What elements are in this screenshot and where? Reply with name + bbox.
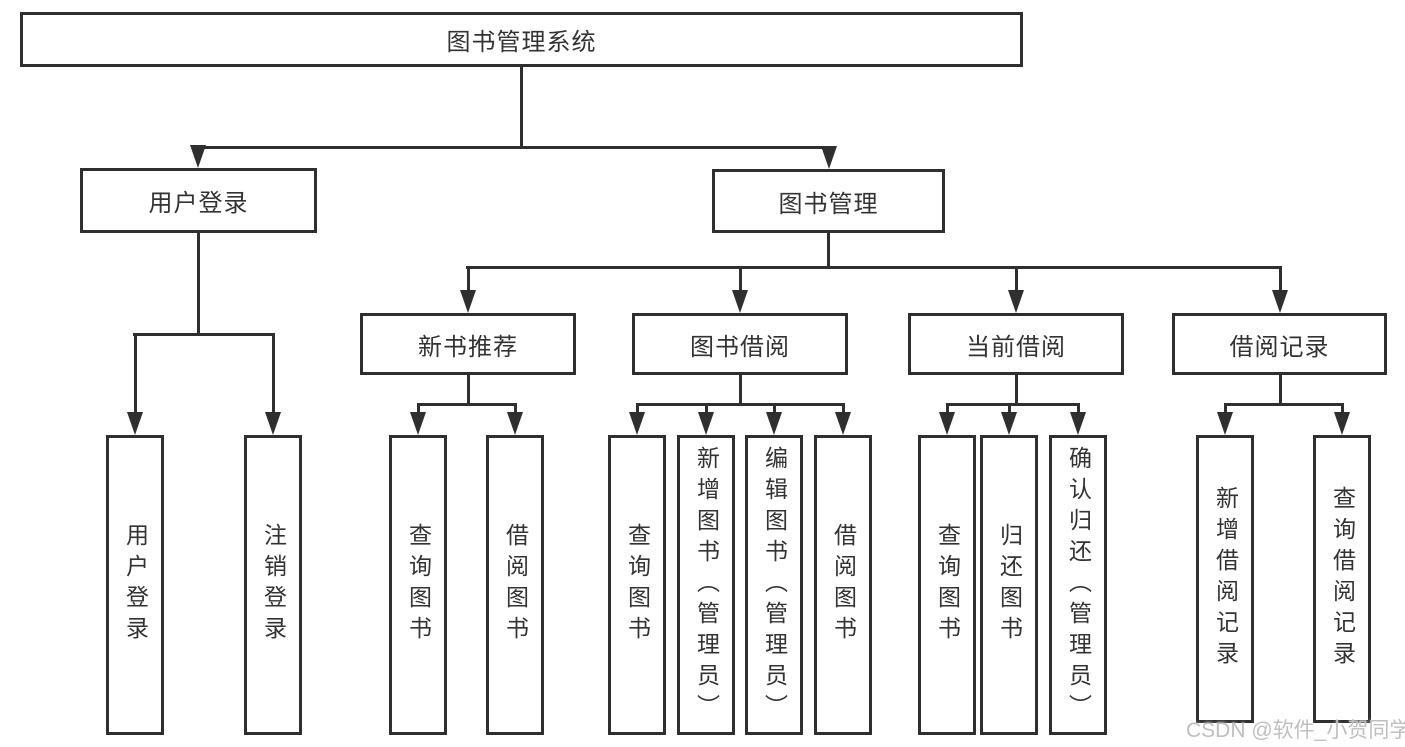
edge-drop-leaf-user-login bbox=[134, 333, 137, 413]
arrowhead-to-current-borrow bbox=[1008, 290, 1024, 313]
edge-nbr-branch bbox=[417, 403, 517, 406]
node-leaf-cb-return-label: 归还图书 bbox=[996, 523, 1023, 647]
arrowhead-to-bb-edit bbox=[766, 412, 782, 435]
arrowhead-to-nbr-borrow bbox=[507, 412, 523, 435]
node-new-book-rec: 新书推荐 bbox=[360, 313, 576, 375]
node-leaf-bb-query: 查询图书 bbox=[608, 435, 666, 735]
arrowhead-to-cb-return bbox=[1001, 412, 1017, 435]
edge-user-login-branch bbox=[133, 333, 275, 336]
node-leaf-br-add-label: 新增借阅记录 bbox=[1212, 486, 1239, 672]
node-leaf-cb-confirm: 确认归还（管理员） bbox=[1049, 435, 1107, 735]
node-new-book-rec-label: 新书推荐 bbox=[418, 333, 518, 361]
node-leaf-br-query-label: 查询借阅记录 bbox=[1329, 486, 1356, 672]
edge-drop-new-book-rec bbox=[467, 266, 470, 292]
edge-user-login-stem bbox=[197, 233, 200, 335]
node-leaf-nbr-borrow: 借阅图书 bbox=[486, 435, 544, 735]
arrowhead-to-nbr-query bbox=[410, 412, 426, 435]
node-leaf-user-login-label: 用户登录 bbox=[122, 523, 149, 647]
edge-bb-branch bbox=[636, 403, 845, 406]
edge-cb-branch bbox=[946, 403, 1080, 406]
node-leaf-nbr-query-label: 查询图书 bbox=[405, 523, 432, 647]
node-book-mgmt-label: 图书管理 bbox=[778, 190, 879, 218]
arrowhead-to-borrow-records bbox=[1272, 290, 1288, 313]
edge-book-mgmt-stem bbox=[827, 233, 830, 269]
edge-drop-cb-query bbox=[946, 403, 949, 413]
edge-cb-stem bbox=[1015, 375, 1018, 406]
edge-drop-bb-add bbox=[705, 403, 708, 413]
arrowhead-to-book-borrow bbox=[732, 290, 748, 313]
edge-bb-stem bbox=[739, 375, 742, 406]
edge-drop-borrow-records bbox=[1279, 266, 1282, 292]
edge-drop-nbr-borrow bbox=[514, 403, 517, 413]
edge-drop-nbr-query bbox=[417, 403, 420, 413]
edge-drop-br-query bbox=[1341, 403, 1344, 413]
edge-drop-book-borrow bbox=[739, 266, 742, 292]
edge-drop-cb-confirm bbox=[1077, 403, 1080, 413]
edge-nbr-stem bbox=[467, 375, 470, 406]
edge-drop-leaf-logout bbox=[272, 333, 275, 413]
node-user-login-label: 用户登录 bbox=[148, 190, 249, 217]
arrowhead-to-cb-query bbox=[939, 412, 955, 435]
node-leaf-cb-return: 归还图书 bbox=[980, 435, 1038, 735]
edge-drop-bb-borrow bbox=[842, 403, 845, 413]
arrowhead-to-br-query bbox=[1334, 412, 1350, 435]
node-book-mgmt: 图书管理 bbox=[712, 169, 945, 233]
node-book-borrow: 图书借阅 bbox=[632, 313, 848, 375]
node-root: 图书管理系统 bbox=[20, 12, 1023, 67]
node-leaf-cb-query: 查询图书 bbox=[918, 435, 976, 735]
node-leaf-logout-label: 注销登录 bbox=[260, 523, 287, 647]
arrowhead-to-br-add bbox=[1217, 412, 1233, 435]
node-leaf-user-login: 用户登录 bbox=[106, 435, 164, 735]
node-leaf-br-query: 查询借阅记录 bbox=[1313, 435, 1371, 723]
node-borrow-records: 借阅记录 bbox=[1172, 313, 1387, 375]
edge-book-mgmt-branch bbox=[466, 266, 1282, 269]
arrowhead-to-bb-add bbox=[698, 412, 714, 435]
arrowhead-to-book-mgmt bbox=[821, 146, 837, 169]
edge-root-branch bbox=[197, 146, 831, 149]
arrowhead-to-new-book-rec bbox=[460, 290, 476, 313]
node-leaf-bb-add: 新增图书（管理员） bbox=[677, 435, 735, 735]
watermark: CSDN @软件_小贺同学 bbox=[1186, 719, 1405, 742]
node-book-borrow-label: 图书借阅 bbox=[690, 333, 790, 361]
node-leaf-br-add: 新增借阅记录 bbox=[1196, 435, 1254, 723]
edge-root-stem bbox=[520, 67, 523, 149]
arrowhead-to-leaf-user-login bbox=[127, 412, 143, 435]
node-leaf-bb-borrow: 借阅图书 bbox=[814, 435, 872, 735]
node-borrow-records-label: 借阅记录 bbox=[1229, 333, 1330, 361]
edge-drop-bb-edit bbox=[773, 403, 776, 413]
edge-drop-current-borrow bbox=[1015, 266, 1018, 292]
node-leaf-cb-confirm-label: 确认归还（管理员） bbox=[1065, 445, 1092, 725]
node-leaf-bb-query-label: 查询图书 bbox=[624, 523, 651, 647]
node-leaf-logout: 注销登录 bbox=[244, 435, 302, 735]
node-leaf-bb-add-label: 新增图书（管理员） bbox=[693, 445, 720, 725]
node-current-borrow-label: 当前借阅 bbox=[966, 333, 1066, 361]
edge-drop-bb-query bbox=[636, 403, 639, 413]
node-leaf-nbr-borrow-label: 借阅图书 bbox=[502, 523, 529, 647]
node-user-login: 用户登录 bbox=[80, 168, 317, 233]
node-leaf-cb-query-label: 查询图书 bbox=[934, 523, 961, 647]
edge-drop-cb-return bbox=[1008, 403, 1011, 413]
arrowhead-to-leaf-logout bbox=[265, 412, 281, 435]
node-leaf-bb-edit-label: 编辑图书（管理员） bbox=[761, 445, 788, 725]
arrowhead-to-bb-borrow bbox=[835, 412, 851, 435]
arrowhead-to-cb-confirm bbox=[1070, 412, 1086, 435]
node-leaf-bb-borrow-label: 借阅图书 bbox=[830, 523, 857, 647]
edge-drop-br-add bbox=[1224, 403, 1227, 413]
edge-br-branch bbox=[1224, 403, 1344, 406]
node-leaf-bb-edit: 编辑图书（管理员） bbox=[745, 435, 803, 735]
node-root-label: 图书管理系统 bbox=[446, 29, 597, 56]
node-current-borrow: 当前借阅 bbox=[908, 313, 1124, 375]
arrowhead-to-user-login bbox=[190, 145, 206, 168]
edge-br-stem bbox=[1279, 375, 1282, 406]
arrowhead-to-bb-query bbox=[629, 412, 645, 435]
node-leaf-nbr-query: 查询图书 bbox=[389, 435, 447, 735]
